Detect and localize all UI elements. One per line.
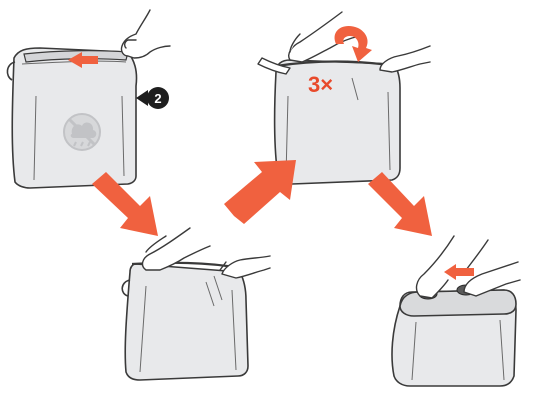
no-rain-icon (64, 114, 100, 150)
hand-icon (121, 10, 170, 58)
step-roll-top: 3× (258, 12, 430, 184)
step-close-buckle (392, 236, 520, 386)
process-arrow-icon (224, 160, 296, 224)
roll-arrow-icon (335, 26, 372, 62)
roll-count-label: 3× (308, 72, 333, 97)
process-arrow-icon (368, 172, 432, 236)
rolled-top (400, 290, 516, 316)
hand-icon (289, 12, 360, 62)
hand-icon (222, 256, 270, 278)
step-badge-number: 2 (154, 91, 161, 106)
hand-icon (380, 46, 430, 72)
step-badge-icon: 2 (136, 87, 169, 109)
hand-icon (417, 236, 454, 298)
step-flatten-bag (122, 228, 270, 380)
